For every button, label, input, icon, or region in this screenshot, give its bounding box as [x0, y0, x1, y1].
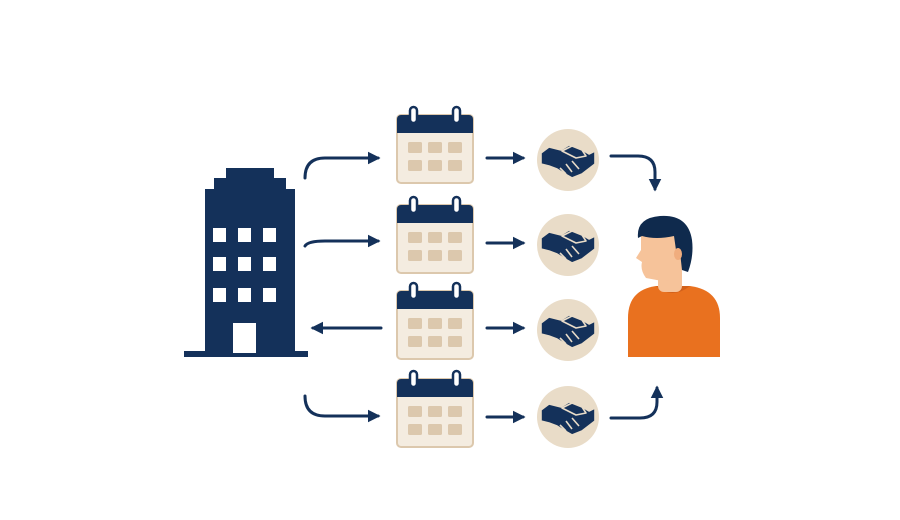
flow-arrow-org-to-calendar-4 [303, 394, 381, 423]
calendar-icon [395, 281, 475, 361]
flow-arrow-handshake-4-to-person [609, 385, 664, 420]
person-icon [628, 215, 720, 357]
flow-arrow-org-to-calendar-2 [303, 234, 381, 248]
flow-arrow-org-to-calendar-1 [303, 151, 381, 180]
office-building-icon [184, 168, 308, 357]
calendar-icon [395, 369, 475, 449]
calendar-icon [395, 105, 475, 185]
handshake-icon [536, 298, 600, 362]
handshake-icon [536, 128, 600, 192]
handshake-icon [536, 385, 600, 449]
handshake-icon [536, 213, 600, 277]
calendar-icon [395, 195, 475, 275]
flow-arrow-handshake-1-to-person [609, 154, 662, 192]
